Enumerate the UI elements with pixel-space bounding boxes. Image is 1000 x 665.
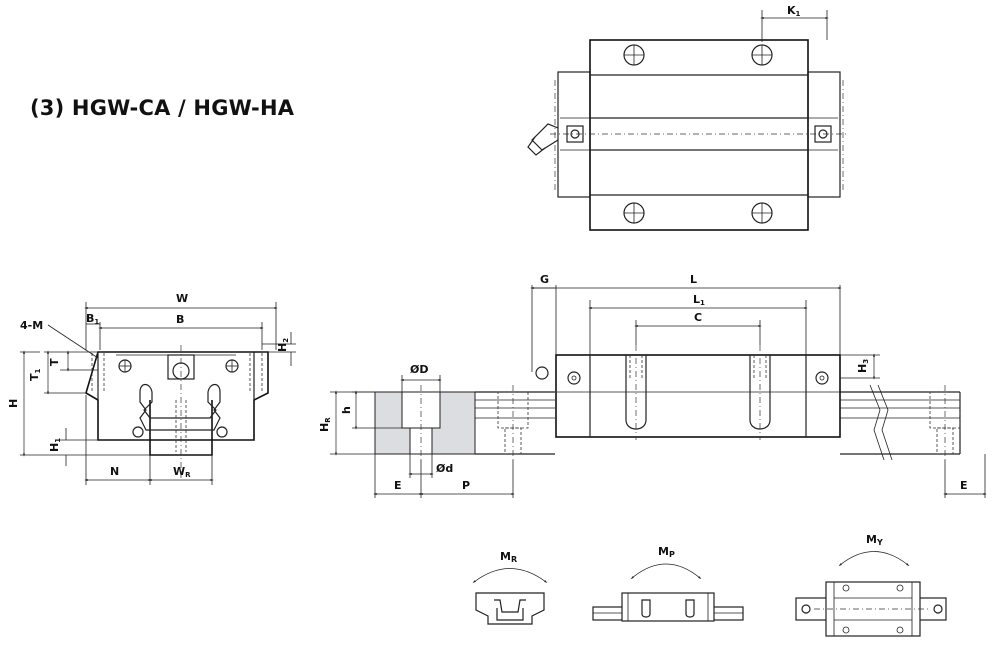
top-block-body xyxy=(589,39,809,231)
d-label: Ød xyxy=(436,462,453,475)
side-grease-nipple xyxy=(535,366,549,380)
grease-nipple xyxy=(527,123,559,156)
n-label: N xyxy=(110,465,119,478)
t-label: T xyxy=(48,358,61,366)
h1-label: H1 xyxy=(48,438,62,452)
l-label: L xyxy=(690,273,697,286)
h-label: H xyxy=(7,399,20,408)
l1-label: L1 xyxy=(693,293,705,307)
top-mount-hole xyxy=(623,202,645,224)
front-view: W B B1 4-M H2 T T1 H H1 xyxy=(7,292,296,485)
section-title: (3) HGW-CA / HGW-HA xyxy=(30,96,295,120)
b-label: B xyxy=(176,313,184,326)
top-mount-hole xyxy=(623,44,645,66)
t1-label: T1 xyxy=(28,368,42,381)
side-block xyxy=(555,354,841,438)
mp-label: MP xyxy=(658,545,675,559)
h-small-label: h xyxy=(340,406,353,414)
h2-label: H2 xyxy=(276,338,290,352)
moment-mr: MR xyxy=(472,550,548,625)
side-view: L G L1 C H3 ØD h HR xyxy=(318,273,987,498)
top-end-seal-left xyxy=(557,71,591,198)
wr-label: WR xyxy=(173,465,191,479)
od-label: ØD xyxy=(410,363,428,376)
mr-label: MR xyxy=(500,550,517,564)
g-label: G xyxy=(540,273,549,286)
top-mount-hole xyxy=(751,44,773,66)
front-block-outline xyxy=(85,351,269,441)
my-label: MY xyxy=(866,533,883,547)
p-label: P xyxy=(462,479,470,492)
h3-label: H3 xyxy=(856,359,870,373)
moment-mp: MP xyxy=(592,545,744,622)
top-end-seal-right xyxy=(807,71,841,198)
moment-my: MY xyxy=(795,533,947,637)
c-label: C xyxy=(694,311,702,324)
top-mount-hole xyxy=(751,202,773,224)
hr-label: HR xyxy=(318,417,332,432)
e-label: E xyxy=(394,479,402,492)
hole-spec-label: 4-M xyxy=(20,319,43,332)
top-view: K1 xyxy=(527,4,848,231)
e2-label: E xyxy=(960,479,968,492)
w-label: W xyxy=(176,292,188,305)
k1-label: K1 xyxy=(787,4,801,18)
b1-label: B1 xyxy=(86,312,99,326)
